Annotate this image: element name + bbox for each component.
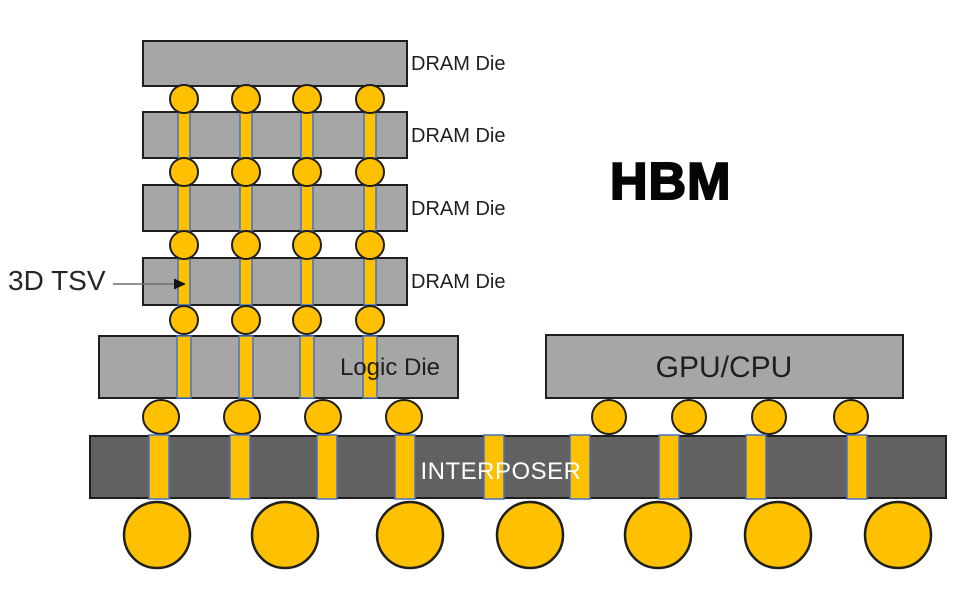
tsv-column: [238, 335, 254, 399]
microbump: [231, 84, 261, 114]
interposer-tsv: [658, 434, 680, 500]
dram-die-label-3: DRAM Die: [411, 198, 505, 220]
tsv-column: [239, 257, 253, 306]
tsv-annotation-label: 3D TSV: [8, 265, 106, 296]
gpu-cpu-label: GPU/CPU: [656, 351, 793, 384]
dram-die-label-2: DRAM Die: [411, 125, 505, 147]
dram-die-stack: DRAM Die DRAM Die DRAM Die DRAM Die: [142, 40, 505, 335]
logic-die-group: Logic Die: [98, 335, 459, 399]
microbump: [355, 230, 385, 260]
solder-balls: [122, 500, 933, 570]
logic-die-label: Logic Die: [340, 354, 440, 381]
tsv-column: [362, 335, 378, 399]
interposer-tsv: [483, 434, 505, 500]
bump: [142, 399, 180, 435]
tsv-column: [300, 111, 314, 159]
microbump: [231, 305, 261, 335]
microbump: [292, 305, 322, 335]
tsv-annotation: 3D TSV: [8, 265, 186, 296]
microbump: [169, 84, 199, 114]
gpu-cpu-group: GPU/CPU: [545, 334, 904, 435]
solder-ball: [863, 500, 933, 570]
tsv-column: [239, 184, 253, 232]
tsv-column: [177, 184, 191, 232]
interposer-tsv: [846, 434, 868, 500]
logic-die: [98, 335, 459, 399]
microbump: [169, 230, 199, 260]
tsv-column: [300, 257, 314, 306]
microbump: [355, 305, 385, 335]
hbm-title: HBM: [610, 153, 731, 211]
tsv-column: [239, 111, 253, 159]
solder-ball: [623, 500, 693, 570]
logic-die-bumps: [142, 399, 423, 435]
bump: [833, 399, 869, 435]
tsv-column: [176, 335, 192, 399]
interposer-tsv: [148, 434, 170, 500]
solder-ball: [250, 500, 320, 570]
tsv-column: [177, 111, 191, 159]
bump: [591, 399, 627, 435]
tsv-column: [300, 184, 314, 232]
microbump: [169, 157, 199, 187]
microbump: [292, 230, 322, 260]
bump: [223, 399, 261, 435]
microbump: [292, 157, 322, 187]
solder-ball: [495, 500, 565, 570]
solder-ball: [122, 500, 192, 570]
microbump: [169, 305, 199, 335]
tsv-column: [299, 335, 315, 399]
interposer-tsv: [394, 434, 416, 500]
solder-ball: [743, 500, 813, 570]
interposer-label: INTERPOSER: [420, 458, 581, 485]
dram-die-label-1: DRAM Die: [411, 53, 505, 75]
tsv-column: [363, 257, 377, 306]
interposer-tsv: [316, 434, 338, 500]
bump: [385, 399, 423, 435]
bump: [751, 399, 787, 435]
interposer-tsv: [229, 434, 251, 500]
microbump: [231, 157, 261, 187]
dram-die-1: [142, 40, 408, 87]
gpu-cpu-die: [545, 334, 904, 399]
arrow-head-icon: [174, 278, 186, 290]
microbump: [292, 84, 322, 114]
tsv-column: [363, 184, 377, 232]
bump: [304, 399, 342, 435]
tsv-column: [363, 111, 377, 159]
microbump: [355, 157, 385, 187]
microbump-rows: [169, 84, 385, 335]
microbump: [231, 230, 261, 260]
solder-ball: [375, 500, 445, 570]
interposer-tsv: [745, 434, 767, 500]
dram-die-label-4: DRAM Die: [411, 271, 505, 293]
bump: [671, 399, 707, 435]
interposer-group: INTERPOSER: [89, 434, 947, 500]
microbump: [355, 84, 385, 114]
interposer-tsv: [569, 434, 591, 500]
